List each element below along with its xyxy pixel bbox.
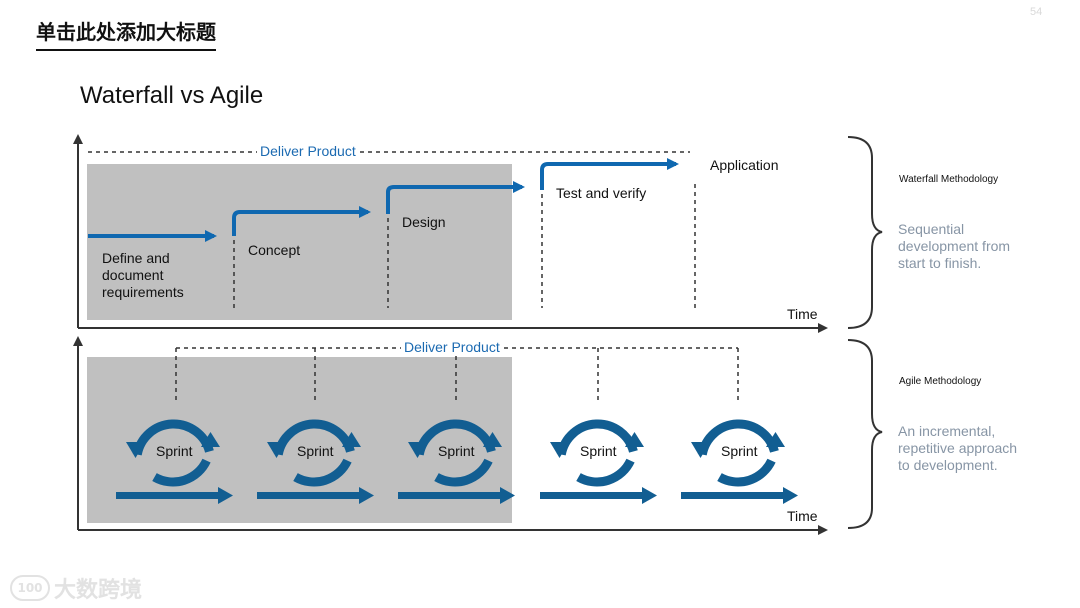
- waterfall-step-define: Define and document requirements: [102, 250, 184, 300]
- waterfall-step-dividers: [233, 184, 696, 308]
- waterfall-gray-panel: [87, 164, 512, 320]
- watermark: 100 大数跨境: [10, 572, 142, 604]
- waterfall-step-concept: Concept: [248, 242, 301, 258]
- sprint-label: Sprint: [156, 443, 193, 459]
- sprint-label: Sprint: [580, 443, 617, 459]
- watermark-text: 大数跨境: [54, 578, 143, 603]
- agile-axes: [73, 336, 828, 535]
- waterfall-deliver-label: Deliver Product: [257, 143, 359, 159]
- sprint-label: Sprint: [297, 443, 334, 459]
- waterfall-method-desc: Sequential development from start to fin…: [898, 221, 1011, 271]
- sprint-loop-icon: [257, 419, 374, 504]
- agile-deliver-lines: [175, 347, 739, 404]
- watermark-logo: 100: [10, 575, 50, 601]
- agile-method-title: Agile Methodology: [899, 376, 982, 387]
- waterfall-step-design: Design: [402, 214, 446, 230]
- waterfall-time-label: Time: [787, 306, 818, 322]
- sprint-loop-icon: [116, 419, 233, 504]
- agile-time-label: Time: [787, 508, 818, 524]
- page-number: 54: [1030, 6, 1043, 18]
- waterfall-method-title: Waterfall Methodology: [899, 174, 999, 185]
- sprint-loop-icon: [398, 419, 515, 504]
- sprint-loop-icon: [681, 419, 798, 504]
- sprint-label: Sprint: [721, 443, 758, 459]
- waterfall-step-application: Application: [710, 157, 779, 173]
- waterfall-step-arrows: [88, 158, 679, 242]
- agile-method-desc: An incremental, repetitive approach to d…: [898, 423, 1018, 473]
- right-braces: [847, 136, 883, 529]
- sprint-loop-icon: [540, 419, 657, 504]
- waterfall-step-test: Test and verify: [556, 185, 647, 201]
- waterfall-axes: [73, 134, 828, 333]
- agile-deliver-label: Deliver Product: [401, 339, 503, 355]
- sprint-label: Sprint: [438, 443, 475, 459]
- slide-heading: 单击此处添加大标题: [36, 16, 216, 51]
- diagram-title: Waterfall vs Agile: [80, 82, 264, 109]
- sprint-icons: [116, 419, 798, 504]
